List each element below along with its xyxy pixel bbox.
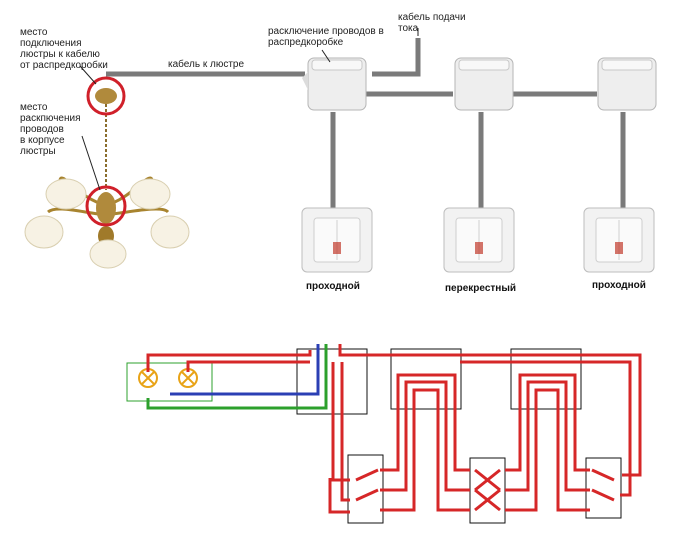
label-chandelier-branching: место раскпючения проводов в корпусе люс… — [20, 102, 81, 157]
lamp-group-frame — [126, 362, 213, 402]
switch-3-label: проходной — [592, 280, 646, 291]
schematic-switch-1 — [347, 454, 384, 524]
chandelier — [24, 88, 190, 269]
highlight-circle-body — [85, 185, 127, 227]
supply-cable — [372, 38, 421, 77]
label-supply-cable: кабель подачи тока — [398, 12, 466, 34]
schematic-box-2 — [390, 348, 462, 410]
switch-3 — [583, 207, 655, 273]
highlight-circle-ceiling — [86, 76, 126, 116]
ground-wire — [146, 344, 328, 410]
switch-2 — [443, 207, 515, 273]
phase-wires — [146, 344, 642, 514]
junction-box-3 — [597, 57, 657, 111]
cables — [106, 38, 626, 208]
schematic-box-3 — [510, 348, 582, 410]
junction-box-1 — [302, 57, 367, 111]
junction-box-2 — [454, 57, 514, 111]
schematic-switch-3 — [585, 457, 622, 519]
neutral-wire — [170, 344, 320, 396]
switch-1-label: проходной — [306, 281, 360, 292]
switch-1 — [301, 207, 373, 273]
label-chandelier-connection: место подключения люстры к кабелю от рас… — [20, 27, 108, 71]
label-junction-box-branching: расключение проводов в распредкоробке — [268, 26, 384, 48]
switch-2-label: перекрестный — [445, 283, 517, 294]
pointer-lines — [79, 28, 419, 191]
label-cable-to-chandelier: кабель к люстре — [168, 59, 245, 70]
